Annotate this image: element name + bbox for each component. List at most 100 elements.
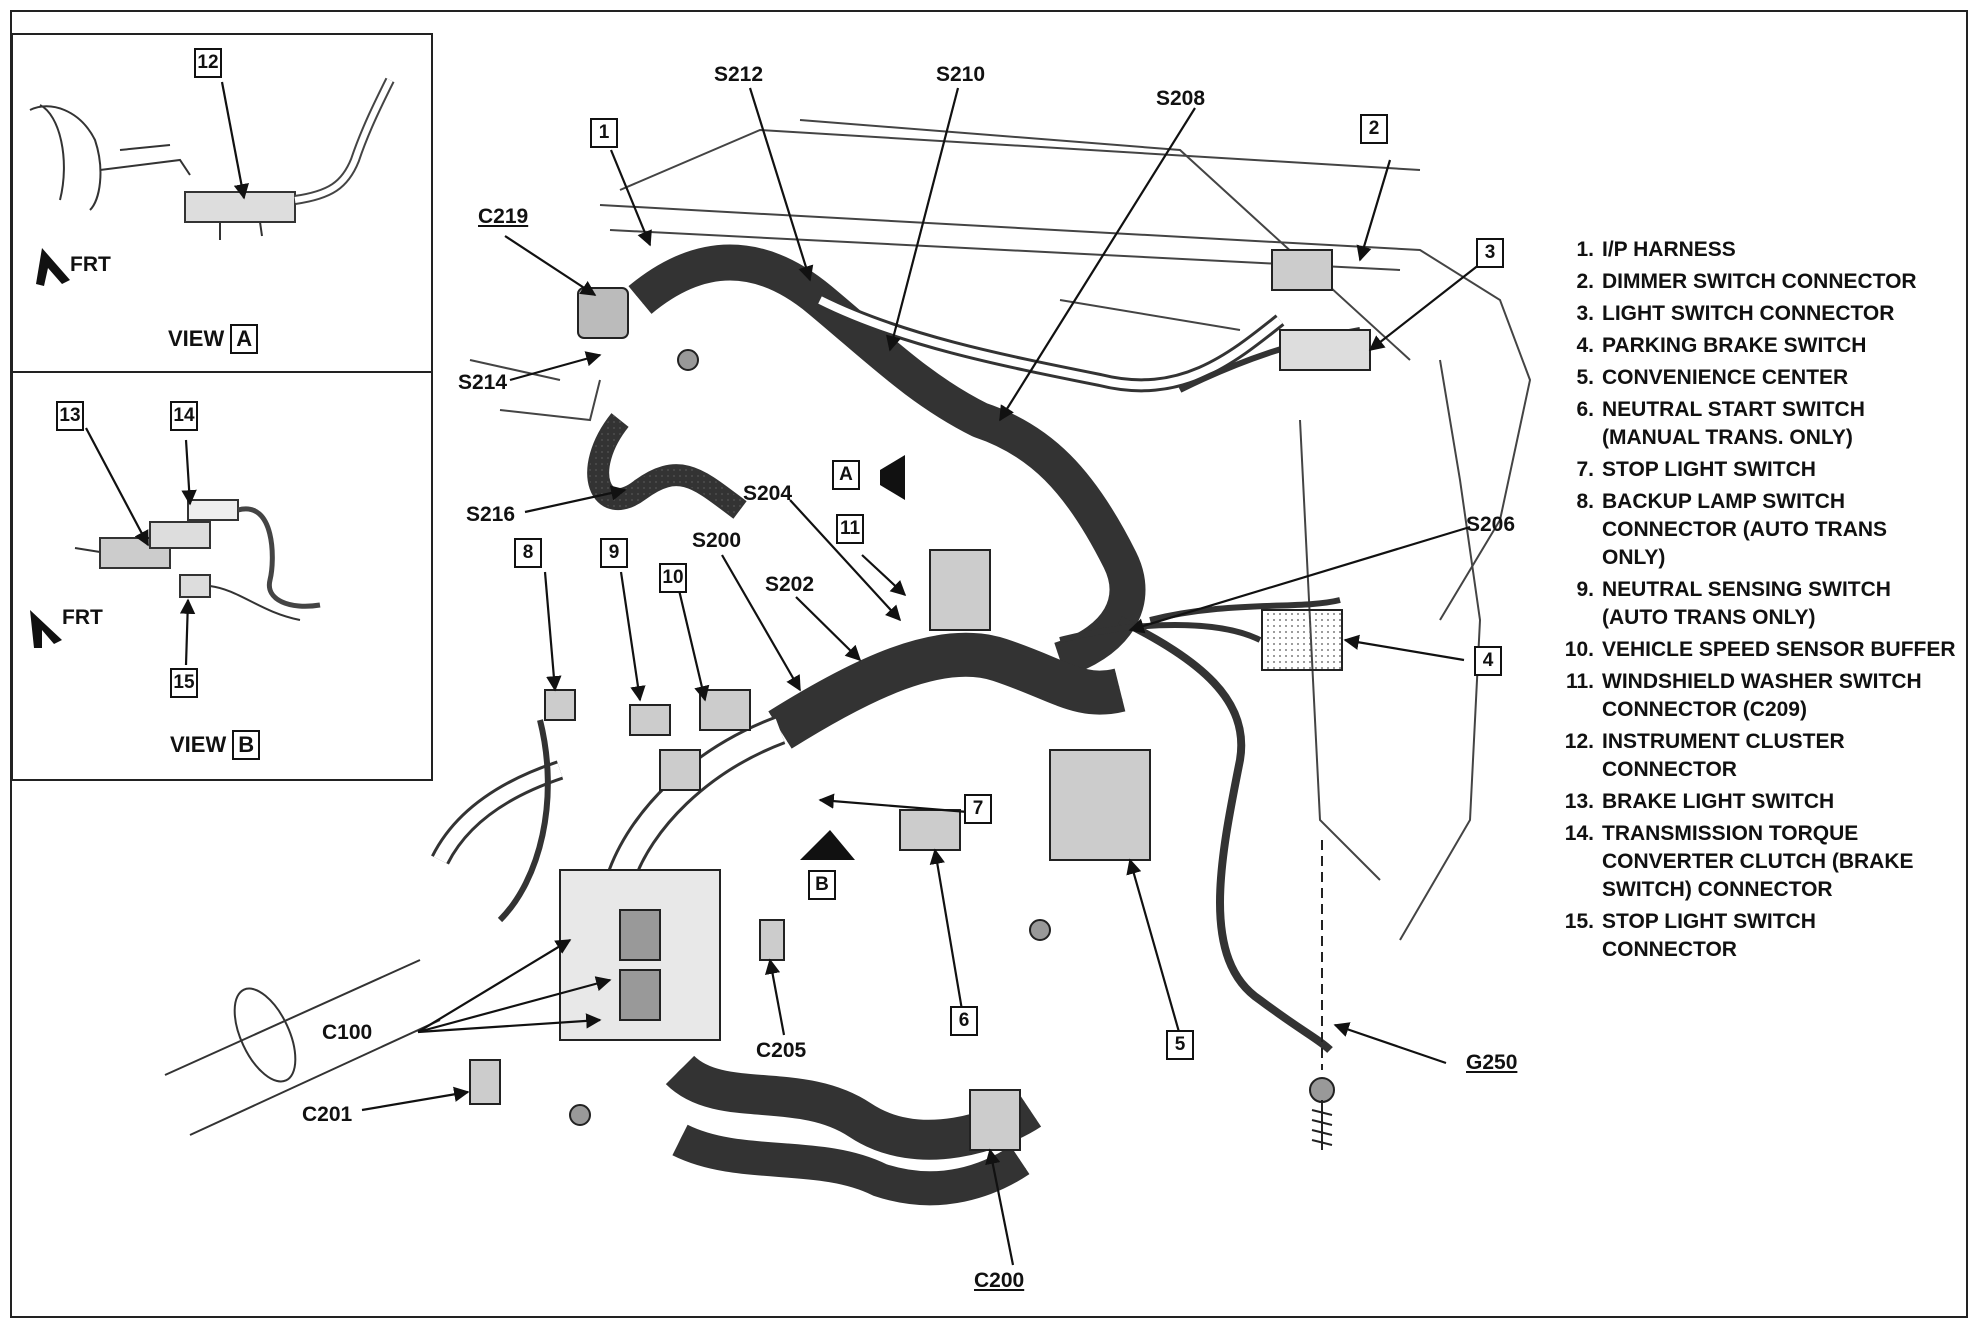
legend-item-text: BACKUP LAMP SWITCH CONNECTOR (AUTO TRANS…: [1602, 490, 1888, 569]
steering-column: [164, 959, 441, 1136]
legend-item: 2. DIMMER SWITCH CONNECTOR: [1556, 268, 1956, 296]
legend-item-number: 14.: [1564, 822, 1594, 845]
ip-harness: [431, 244, 1361, 1206]
legend-item-text: PARKING BRAKE SWITCH: [1602, 334, 1867, 357]
splice-s212: S212: [714, 63, 764, 86]
callout-7: 7: [964, 794, 992, 824]
legend-item: 11. WINDSHIELD WASHER SWITCH CONNECTOR (C…: [1556, 668, 1956, 724]
legend-item: 5. CONVENIENCE CENTER: [1556, 364, 1956, 392]
view-b-letter: B: [232, 730, 261, 760]
view-b-word: VIEW: [170, 732, 227, 757]
view-b-sketch: [74, 499, 321, 621]
legend-item-text: DIMMER SWITCH CONNECTOR: [1602, 270, 1917, 293]
callout-1: 1: [590, 118, 618, 148]
legend-item-text: WINDSHIELD WASHER SWITCH CONNECTOR (C209…: [1602, 670, 1922, 721]
callout-3: 3: [1476, 238, 1504, 268]
legend-item: 7. STOP LIGHT SWITCH: [1556, 456, 1956, 484]
callout-10: 10: [659, 563, 687, 593]
splice-s210: S210: [936, 63, 986, 86]
connector-c200: C200: [974, 1269, 1025, 1292]
connector-c205: C205: [756, 1039, 807, 1062]
view-b-panel: [11, 371, 433, 781]
legend-item: 6. NEUTRAL START SWITCH (MANUAL TRANS. ON…: [1556, 396, 1956, 452]
legend-item-number: 6.: [1576, 398, 1594, 421]
splice-s208: S208: [1156, 87, 1206, 110]
legend-item-number: 8.: [1576, 490, 1594, 513]
splice-s206: S206: [1466, 513, 1516, 536]
callout-12: 12: [194, 48, 222, 78]
connector-c100: C100: [322, 1021, 373, 1044]
legend-item-text: BRAKE LIGHT SWITCH: [1602, 790, 1835, 813]
legend-item-number: 9.: [1576, 578, 1594, 601]
leader-lines: [85, 81, 1481, 1266]
legend-item-text: STOP LIGHT SWITCH: [1602, 458, 1816, 481]
connector-c201: C201: [302, 1103, 353, 1126]
connector-c219: C219: [478, 205, 529, 228]
legend-item-text: VEHICLE SPEED SENSOR BUFFER: [1602, 638, 1956, 661]
legend-item-text: INSTRUMENT CLUSTER CONNECTOR: [1602, 730, 1845, 781]
legend-item-number: 1.: [1576, 238, 1594, 261]
legend-item-number: 10.: [1564, 638, 1594, 661]
view-b-reference: B: [808, 870, 836, 900]
legend-item: 9. NEUTRAL SENSING SWITCH (AUTO TRANS ONL…: [1556, 576, 1956, 632]
legend-item: 3. LIGHT SWITCH CONNECTOR: [1556, 300, 1956, 328]
callout-14: 14: [170, 401, 198, 431]
callout-2: 2: [1360, 114, 1388, 144]
legend-item-number: 2.: [1576, 270, 1594, 293]
legend-item-text: NEUTRAL SENSING SWITCH (AUTO TRANS ONLY): [1602, 578, 1891, 629]
view-a-pointer: [880, 455, 905, 500]
splice-s216: S216: [466, 503, 516, 526]
dashboard-outline: [469, 119, 1532, 941]
splice-s200: S200: [692, 529, 742, 552]
components: [469, 249, 1371, 1151]
legend-item-number: 15.: [1564, 910, 1594, 933]
callout-5: 5: [1166, 1030, 1194, 1060]
legend-item-text: I/P HARNESS: [1602, 238, 1736, 261]
callout-8: 8: [514, 538, 542, 568]
legend-item-number: 12.: [1564, 730, 1594, 753]
legend-item-number: 3.: [1576, 302, 1594, 325]
view-a-word: VIEW: [168, 326, 225, 351]
view-a-reference: A: [832, 460, 860, 490]
legend-item: 4. PARKING BRAKE SWITCH: [1556, 332, 1956, 360]
splice-s214: S214: [458, 371, 508, 394]
callout-15: 15: [170, 668, 198, 698]
view-a-sketch: [29, 77, 395, 240]
ground-g250: G250: [1466, 1051, 1518, 1074]
legend-item-number: 5.: [1576, 366, 1594, 389]
callout-4: 4: [1474, 646, 1502, 676]
legend-item-text: NEUTRAL START SWITCH (MANUAL TRANS. ONLY…: [1602, 398, 1865, 449]
frt-arrow-a: [36, 248, 70, 286]
callout-11: 11: [836, 514, 864, 544]
splice-s204: S204: [743, 482, 793, 505]
legend-item-text: LIGHT SWITCH CONNECTOR: [1602, 302, 1895, 325]
legend-item-number: 13.: [1564, 790, 1594, 813]
callout-13: 13: [56, 401, 84, 431]
splice-s202: S202: [765, 573, 815, 596]
component-legend: 1. I/P HARNESS 2. DIMMER SWITCH CONNECTOR 3.…: [1556, 236, 1956, 968]
legend-item: 14. TRANSMISSION TORQUE CONVERTER CLUTCH …: [1556, 820, 1956, 904]
frt-arrow-b: [30, 610, 62, 648]
callout-6: 6: [950, 1006, 978, 1036]
legend-item: 12. INSTRUMENT CLUSTER CONNECTOR: [1556, 728, 1956, 784]
legend-item-number: 11.: [1565, 670, 1594, 693]
view-a-letter: A: [230, 324, 259, 354]
legend-item-text: TRANSMISSION TORQUE CONVERTER CLUTCH (BR…: [1602, 822, 1914, 901]
legend-item-text: STOP LIGHT SWITCH CONNECTOR: [1602, 910, 1816, 961]
legend-item: 10. VEHICLE SPEED SENSOR BUFFER: [1556, 636, 1956, 664]
legend-item: 15. STOP LIGHT SWITCH CONNECTOR: [1556, 908, 1956, 964]
view-b-pointer: [800, 830, 855, 860]
legend-item: 13. BRAKE LIGHT SWITCH: [1556, 788, 1956, 816]
legend-item-number: 7.: [1576, 458, 1594, 481]
legend-item-text: CONVENIENCE CENTER: [1602, 366, 1849, 389]
frt-label-b: FRT: [62, 606, 103, 629]
legend-item: 8. BACKUP LAMP SWITCH CONNECTOR (AUTO TRA…: [1556, 488, 1956, 572]
legend-item: 1. I/P HARNESS: [1556, 236, 1956, 264]
frt-label-a: FRT: [70, 253, 111, 276]
legend-item-number: 4.: [1576, 334, 1594, 357]
ground-screw: [1311, 840, 1333, 1150]
callout-9: 9: [600, 538, 628, 568]
